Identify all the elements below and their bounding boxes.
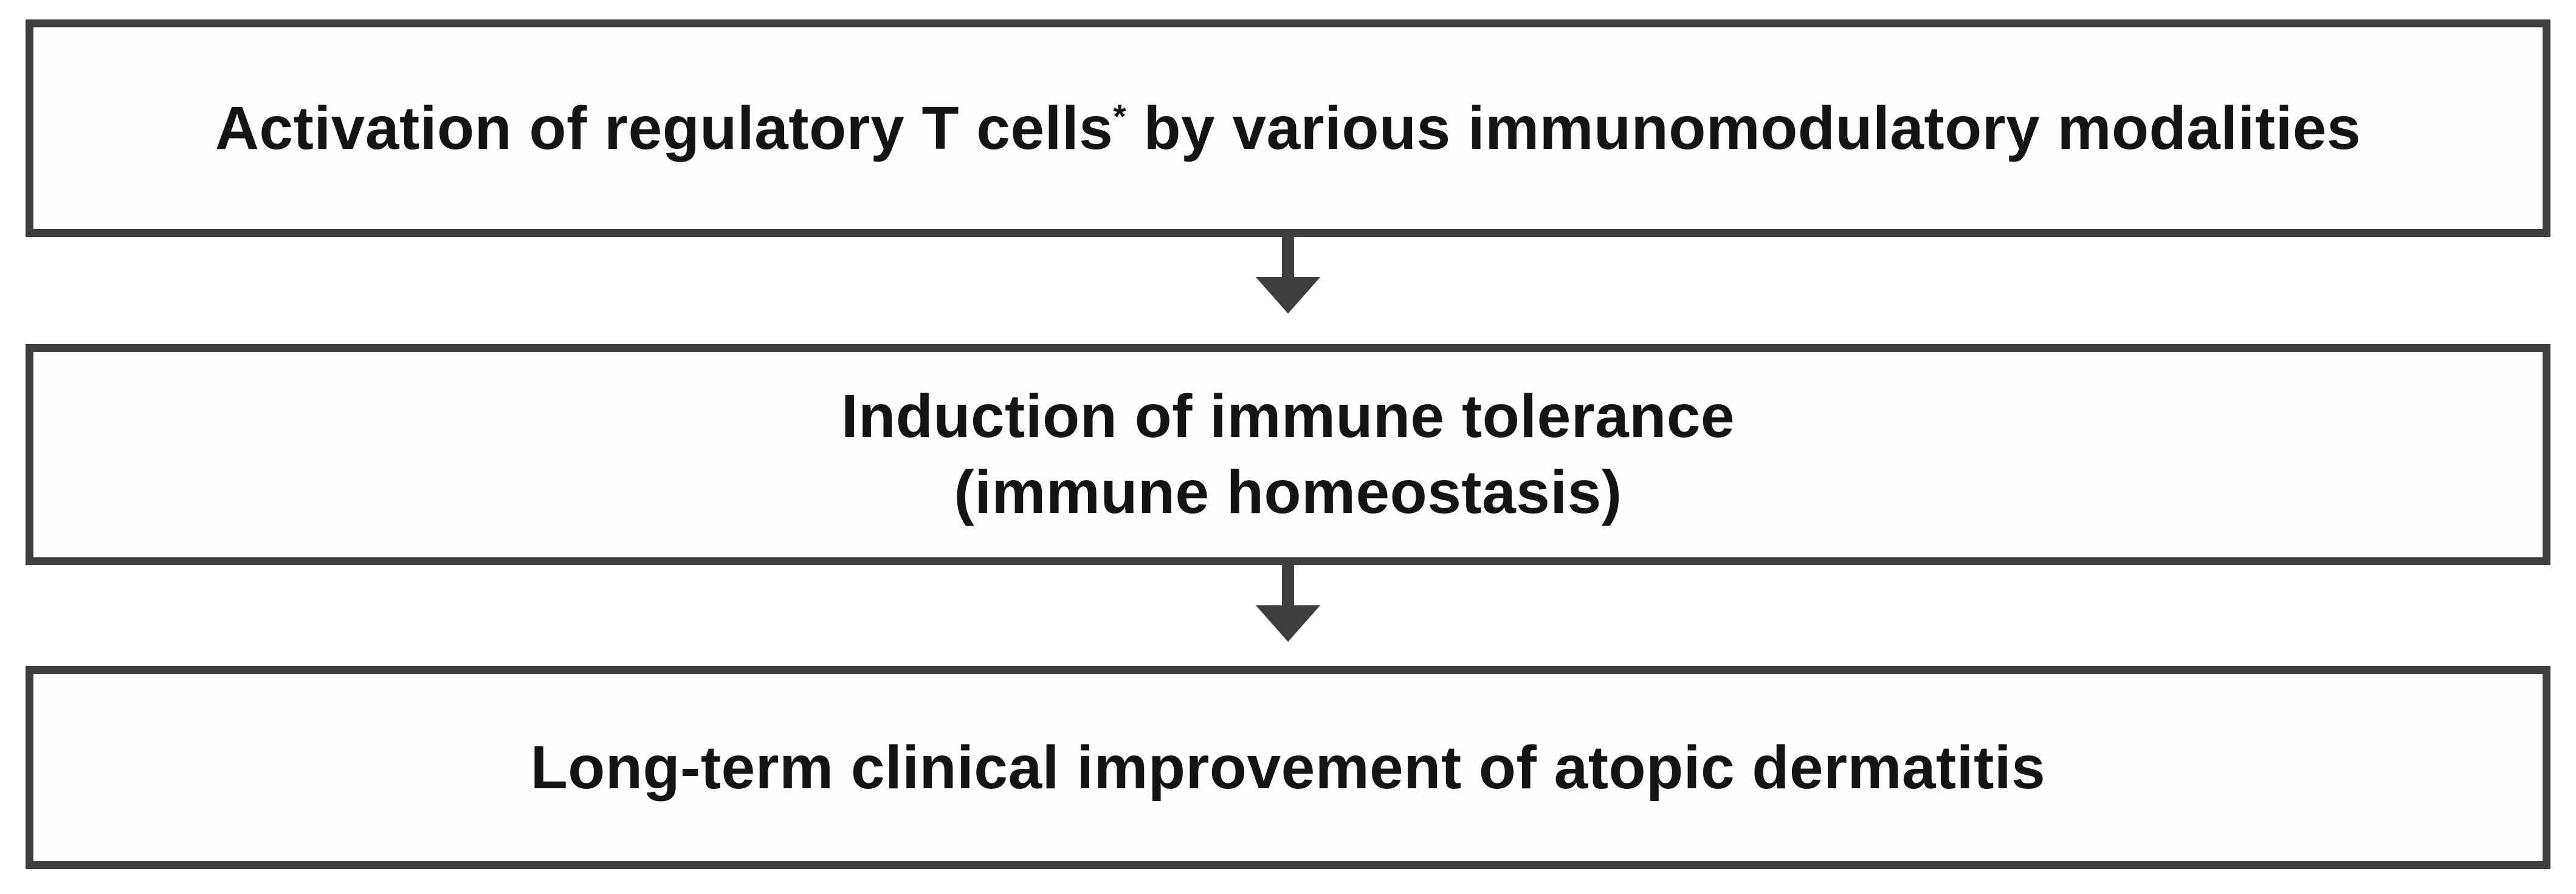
flow-box-immune-tolerance: Induction of immune tolerance (immune hom… <box>26 344 2550 565</box>
flow-box-clinical-improvement: Long-term clinical improvement of atopic… <box>26 666 2550 869</box>
down-arrow-icon <box>1256 565 1320 642</box>
box-3-text: Long-term clinical improvement of atopic… <box>531 730 2046 806</box>
box-1-text: Activation of regulatory T cells* by var… <box>215 91 2361 167</box>
arrow-stem <box>1282 237 1294 277</box>
arrow-head <box>1256 277 1320 314</box>
box-3-text-segment: Long-term clinical improvement of atopic… <box>530 733 2046 802</box>
flow-box-activation: Activation of regulatory T cells* by var… <box>26 19 2550 237</box>
down-arrow-icon <box>1256 237 1320 314</box>
box-2-line-2: (immune homeostasis) <box>954 458 1622 526</box>
arrow-stem <box>1282 565 1294 605</box>
box-1-text-segment-after: by various immunomodulatory modalities <box>1126 94 2361 162</box>
box-2-text: Induction of immune tolerance (immune hom… <box>841 379 1735 531</box>
asterisk-superscript: * <box>1113 97 1127 136</box>
arrow-head <box>1256 605 1320 642</box>
box-2-line-1: Induction of immune tolerance <box>841 382 1735 450</box>
box-1-text-segment-before: Activation of regulatory T cells <box>215 94 1114 162</box>
